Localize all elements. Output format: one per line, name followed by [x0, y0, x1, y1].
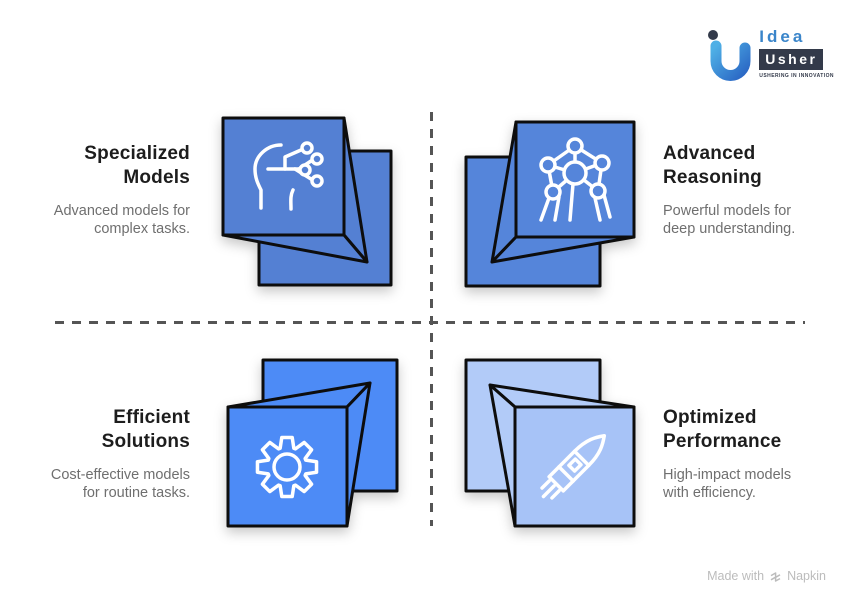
vertical-dashed-divider — [430, 112, 433, 526]
quadrant-description: Advanced models for complex tasks. — [53, 202, 190, 237]
made-with-napkin: Made with Napkin — [707, 569, 826, 583]
quadrant-specialized-models-text: Specialized Models Advanced models for c… — [40, 142, 190, 239]
logo-idea-text: Idea — [759, 27, 806, 46]
quadrant-description: Powerful models for deep understanding. — [663, 202, 796, 237]
logo-text-block: Idea Usher USHERING IN INNOVATION — [759, 27, 834, 79]
napkin-logo-icon — [770, 571, 781, 582]
cube-advanced-reasoning — [464, 120, 636, 288]
quadrant-title: Optimized Performance — [663, 407, 782, 452]
gear-icon — [255, 435, 319, 499]
cube-specialized-models — [221, 116, 393, 287]
logo-usher-text: Usher — [759, 49, 824, 70]
logo-tagline: USHERING IN INNOVATION — [759, 73, 834, 79]
quadrant-optimized-performance-text: Optimized Performance High-impact models… — [663, 406, 818, 503]
quadrant-title: Advanced Reasoning — [663, 143, 762, 188]
quadrant-title: Specialized Models — [84, 143, 190, 188]
napkin-brand-label: Napkin — [787, 569, 826, 583]
quadrant-description: High-impact models with efficiency. — [663, 466, 792, 501]
network-nodes-icon — [539, 137, 612, 222]
made-with-label: Made with — [707, 569, 765, 583]
cube-efficient-solutions — [226, 358, 399, 528]
idea-usher-logo: Idea Usher USHERING IN INNOVATION — [704, 27, 834, 85]
quadrant-description: Cost-effective models for routine tasks. — [50, 466, 190, 501]
idea-usher-u-icon — [708, 30, 751, 81]
quadrant-efficient-solutions-text: Efficient Solutions Cost-effective model… — [40, 406, 190, 503]
quadrant-advanced-reasoning-text: Advanced Reasoning Powerful models for d… — [663, 142, 818, 239]
rocket-icon — [540, 433, 607, 500]
quadrant-title: Efficient Solutions — [101, 407, 190, 452]
ai-head-circuit-icon — [253, 141, 324, 211]
cube-optimized-performance — [464, 358, 636, 528]
